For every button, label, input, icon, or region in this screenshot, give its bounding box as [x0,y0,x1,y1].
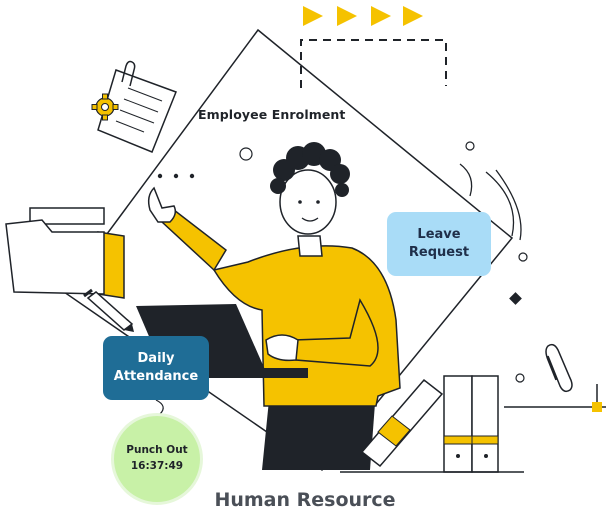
punch-out-label: Punch Out [126,444,188,457]
daily-attendance-card[interactable]: Daily Attendance [103,336,209,400]
decor-circle [518,252,528,262]
ruler-tick [592,402,602,412]
decor-circle [239,147,253,161]
leave-card-line2: Request [408,245,470,260]
paperclip-icon [121,60,136,87]
arrow-right-icon [303,6,423,26]
decor-circle [515,373,525,383]
folder-icon [5,207,125,299]
daily-card-line1: Daily [137,351,175,367]
employee-enrolment-label: Employee Enrolment [198,107,346,122]
dashed-bracket [300,39,447,88]
gear-icon [91,93,119,121]
punch-out-time: 16:37:49 [130,460,184,472]
memo-paper [97,69,177,153]
ellipsis-dots [157,173,195,179]
decor-circle [465,141,475,151]
swirl-lines [459,163,522,241]
leave-request-card[interactable]: Leave Request [387,212,491,276]
paperclip-icon [545,343,573,393]
decor-diamond [509,292,522,305]
punch-out-badge[interactable]: Punch Out 16:37:49 [111,413,203,505]
daily-card-line2: Attendance [113,369,199,384]
binder-icon [340,375,524,473]
page-title: Human Resource [214,489,396,511]
pencil-icon [83,288,134,332]
person [147,142,401,470]
leave-card-line1: Leave [417,227,461,243]
badge-connector [155,399,164,415]
